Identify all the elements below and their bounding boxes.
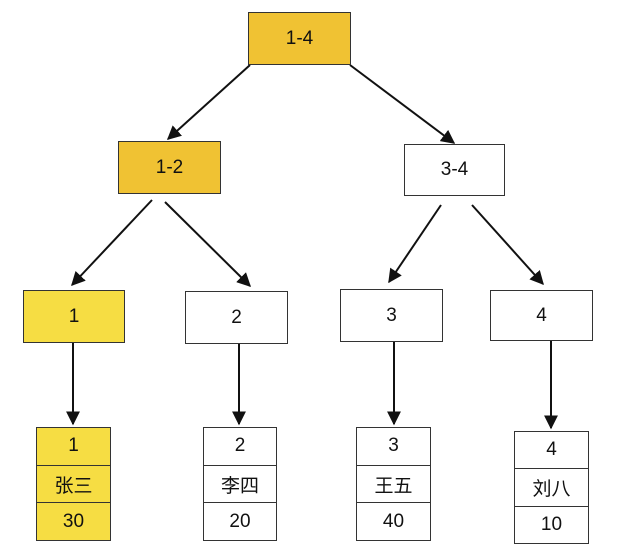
node-key-2-label: 2 <box>231 306 242 328</box>
node-key-2: 2 <box>185 291 288 344</box>
node-right: 3-4 <box>404 144 505 196</box>
record-value: 30 <box>37 502 110 540</box>
node-root: 1-4 <box>248 12 351 65</box>
record-2: 2 李四 20 <box>203 427 277 541</box>
edge-right-to-key-4 <box>471 204 544 286</box>
record-value: 10 <box>515 505 588 543</box>
node-left: 1-2 <box>118 141 221 194</box>
edge-right-to-key-3 <box>388 204 442 284</box>
record-id: 2 <box>234 435 246 457</box>
edge-left-to-key-1 <box>71 199 153 287</box>
record-name: 李四 <box>204 464 276 503</box>
node-key-3: 3 <box>340 289 443 342</box>
record-name: 刘八 <box>515 468 588 505</box>
record-name: 张三 <box>37 464 110 503</box>
record-id: 4 <box>546 439 557 461</box>
record-id: 1 <box>68 435 79 457</box>
node-right-label: 3-4 <box>440 159 469 180</box>
node-left-label: 1-2 <box>155 156 184 178</box>
record-value: 20 <box>204 502 276 540</box>
record-value: 40 <box>357 502 430 540</box>
node-key-3-label: 3 <box>386 304 397 326</box>
node-root-label: 1-4 <box>285 27 314 49</box>
edge-root-to-left <box>166 64 251 140</box>
record-3: 3 王五 40 <box>356 427 431 541</box>
edge-root-to-right <box>349 64 456 144</box>
record-name: 王五 <box>357 464 430 503</box>
node-key-4: 4 <box>490 290 593 341</box>
record-1: 1 张三 30 <box>36 427 111 541</box>
record-4: 4 刘八 10 <box>514 431 589 544</box>
edge-left-to-key-2 <box>164 201 251 287</box>
node-key-1: 1 <box>23 290 125 343</box>
record-id: 3 <box>388 435 399 457</box>
node-key-4-label: 4 <box>536 304 547 326</box>
node-key-1-label: 1 <box>68 305 80 327</box>
